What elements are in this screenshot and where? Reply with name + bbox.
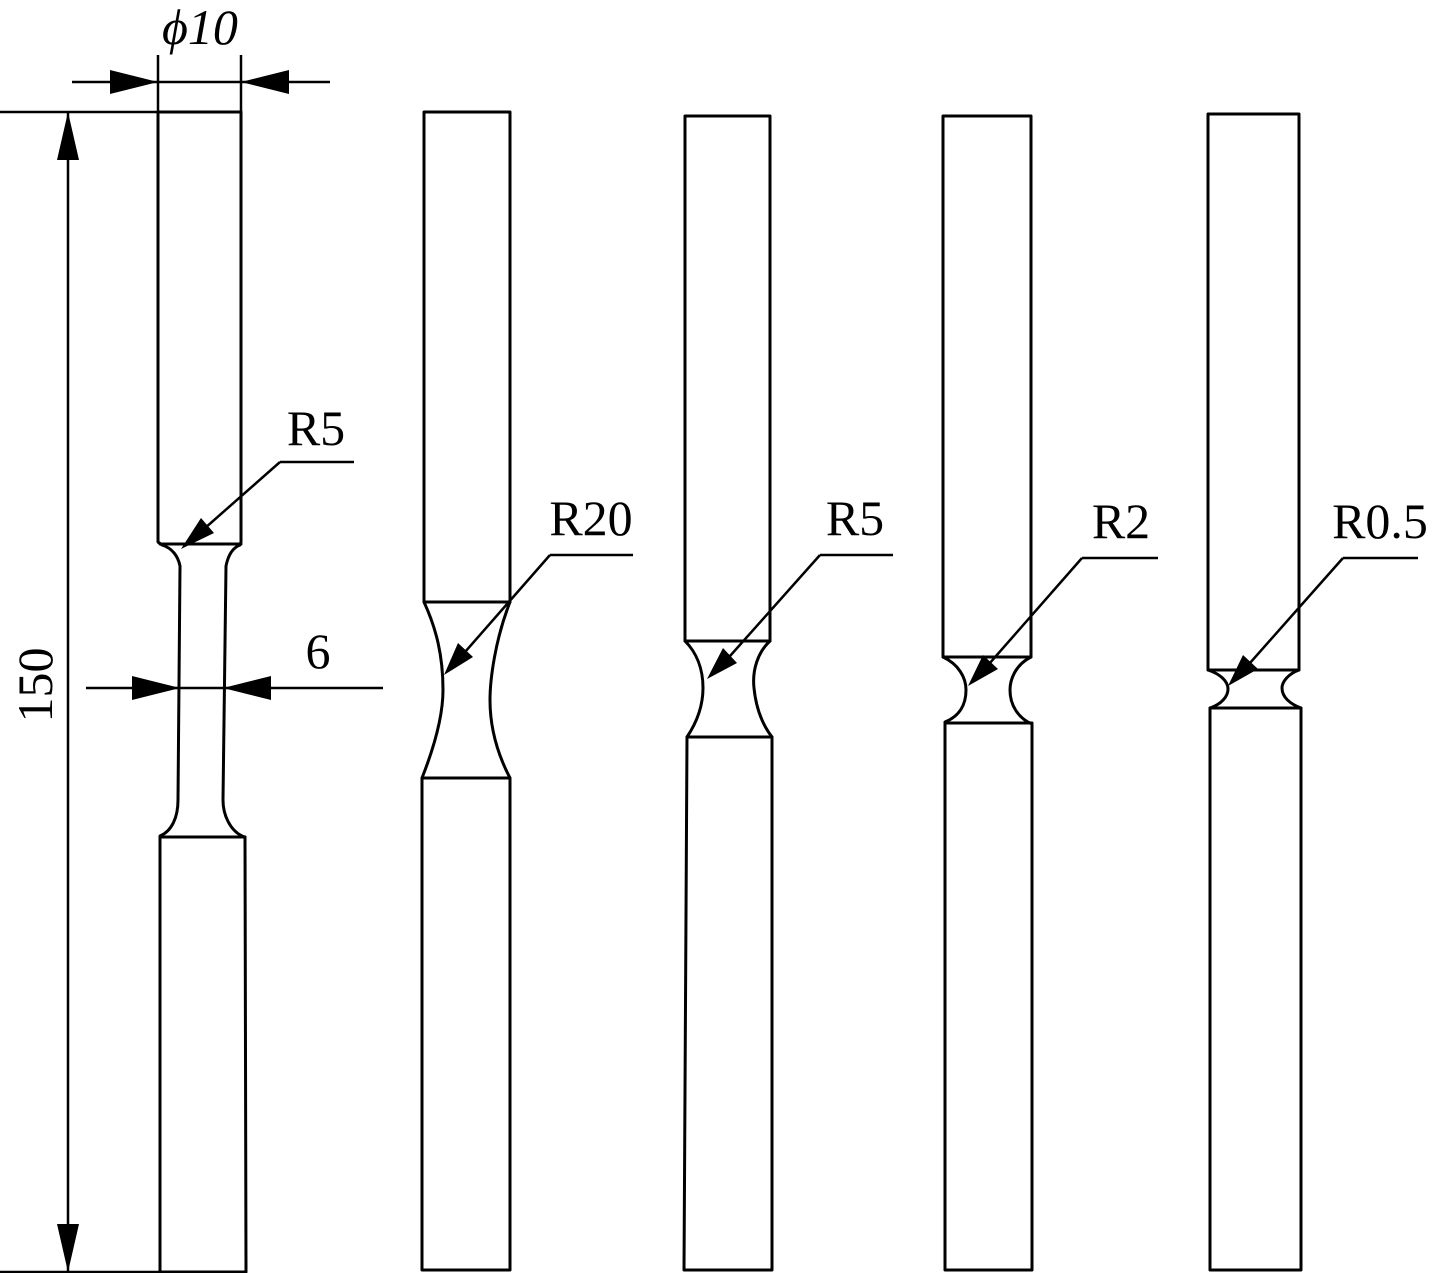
neck-width-label: 6 xyxy=(306,623,331,679)
radius-callout-3-leader xyxy=(721,554,821,666)
diameter-label: ϕ10 xyxy=(162,0,238,55)
diameter-dimension: ϕ10 xyxy=(72,0,330,112)
radius-callout-4-label: R2 xyxy=(1092,493,1150,549)
radius-callout-5-arrow xyxy=(1228,655,1258,686)
diameter-arrow-left xyxy=(110,70,158,94)
radius-callout-1-arrow xyxy=(181,518,214,549)
specimen-2 xyxy=(420,110,512,1272)
radius-callout-2-arrow xyxy=(444,643,473,675)
length-dimension: 150 xyxy=(0,110,160,1273)
diameter-arrow-right xyxy=(241,70,289,94)
radius-callout-2: R20 xyxy=(444,490,633,675)
radius-callout-2-label: R20 xyxy=(549,490,632,546)
length-label: 150 xyxy=(7,648,63,723)
radius-callout-3-arrow xyxy=(707,648,737,679)
radius-callout-4: R2 xyxy=(968,493,1158,686)
neck-width-arrow-left xyxy=(132,676,180,700)
radius-callout-4-leader xyxy=(981,557,1083,673)
specimen-1 xyxy=(156,110,248,1273)
radius-callout-1-label: R5 xyxy=(287,400,345,456)
specimen-4-outline xyxy=(941,114,1034,1272)
specimen-4 xyxy=(941,114,1034,1272)
radius-callout-2-leader xyxy=(457,554,551,661)
neck-width-dimension: 6 xyxy=(86,623,383,700)
specimen-3 xyxy=(682,114,774,1272)
neck-width-arrow-right xyxy=(223,676,271,700)
radius-callout-1-leader xyxy=(195,461,281,537)
length-arrow-top xyxy=(57,112,79,160)
length-arrow-bottom xyxy=(57,1224,79,1272)
radius-callout-1: R5 xyxy=(181,400,354,549)
radius-callout-5-leader xyxy=(1241,557,1344,673)
radius-callout-5: R0.5 xyxy=(1228,493,1428,686)
radius-callout-4-arrow xyxy=(968,655,998,686)
radius-callout-5-label: R0.5 xyxy=(1332,493,1428,549)
radius-callout-3: R5 xyxy=(707,490,893,679)
radius-callout-3-label: R5 xyxy=(826,490,884,546)
specimen-5-outline xyxy=(1206,112,1303,1272)
specimen-3-outline xyxy=(682,114,774,1272)
specimen-5 xyxy=(1206,112,1303,1272)
specimen-2-outline xyxy=(420,110,512,1272)
specimen-1-outline xyxy=(156,110,248,1273)
